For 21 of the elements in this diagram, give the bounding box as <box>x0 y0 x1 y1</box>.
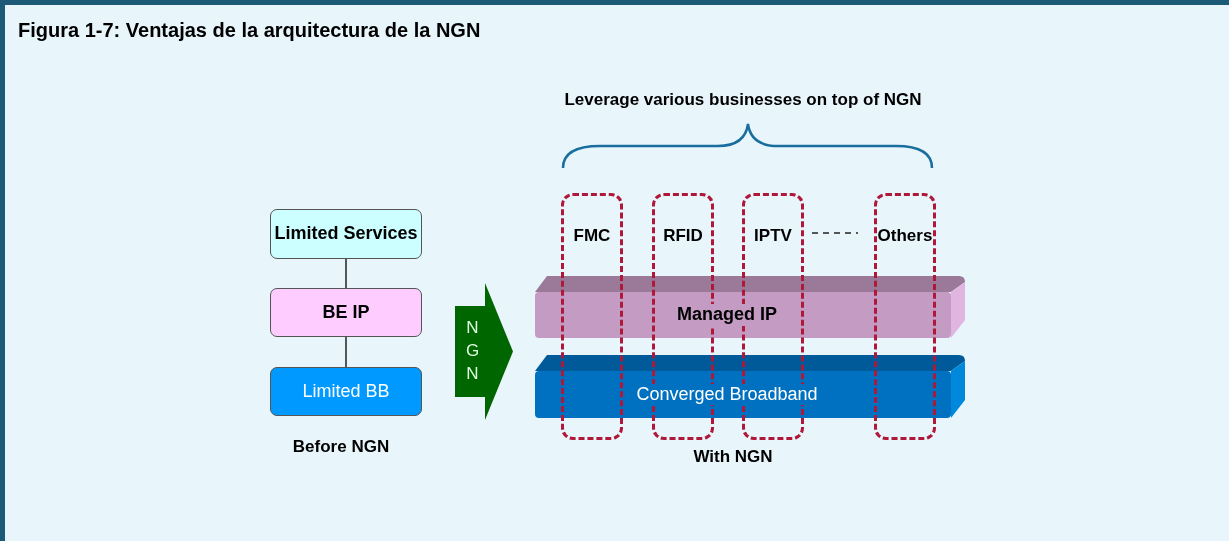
service-column <box>561 193 623 440</box>
arrow-label: NGN <box>464 317 481 385</box>
dashed-connector <box>811 232 859 234</box>
service-label: IPTV <box>754 226 792 247</box>
box-label: Limited Services <box>274 223 418 245</box>
caption-label: Leverage various businesses on top of NGN <box>563 90 923 111</box>
connector-line <box>345 258 347 289</box>
box-label: BE IP <box>322 301 370 324</box>
service-label: FMC <box>573 226 611 247</box>
service-label: RFID <box>663 226 703 247</box>
caption-label: With NGN <box>692 447 774 468</box>
connector-line <box>345 336 347 368</box>
service-box <box>270 209 422 259</box>
figure-title: Figura 1-7: Ventajas de la arquitectura de la NGN <box>18 18 481 42</box>
caption-label: Before NGN <box>291 437 391 458</box>
service-column <box>874 193 936 440</box>
block-arrow <box>455 283 513 420</box>
service-label: Others <box>877 226 933 247</box>
box-label: Limited BB <box>302 380 390 403</box>
layer-box <box>270 288 422 337</box>
layer-box <box>270 367 422 416</box>
